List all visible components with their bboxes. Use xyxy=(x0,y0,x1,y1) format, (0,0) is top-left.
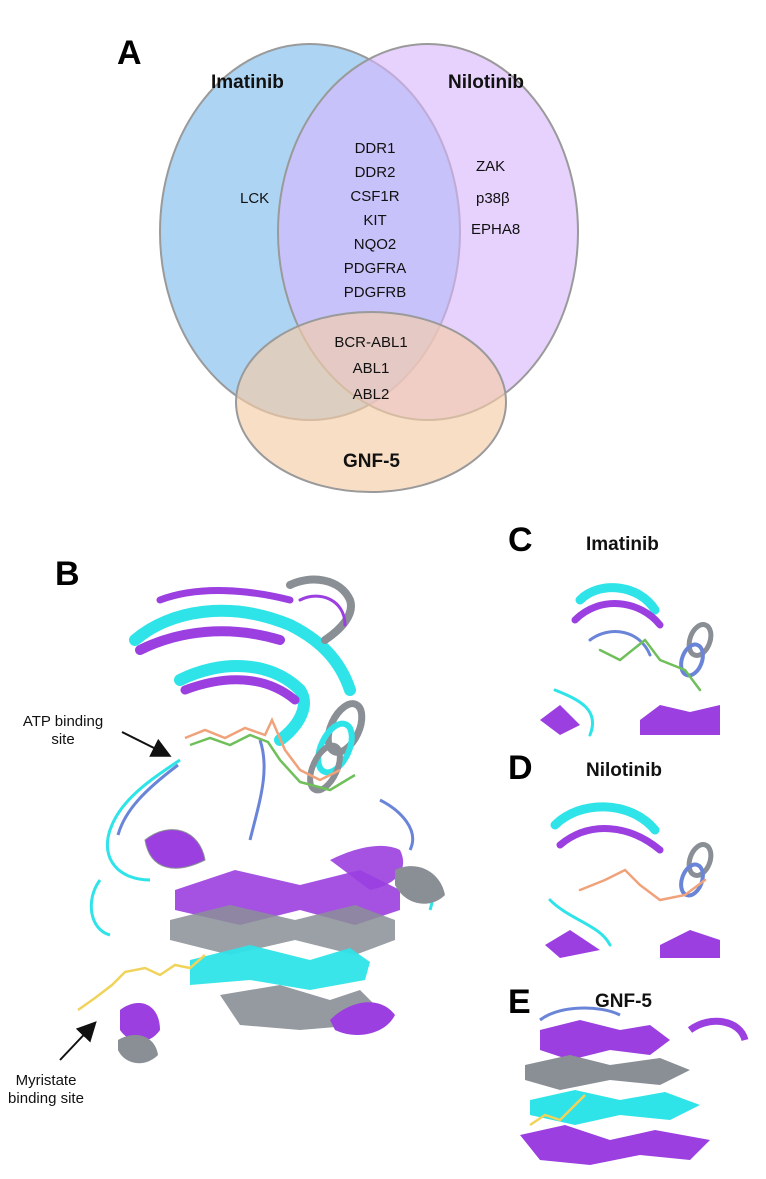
myristate-label-line: binding site xyxy=(8,1090,84,1107)
atp-binding-site-label: ATP binding site xyxy=(0,713,126,749)
venn-diagram xyxy=(159,43,579,493)
venn-region-imatinib-nilotinib-item: KIT xyxy=(363,212,387,229)
myristate-binding-site-label: Myristate binding site xyxy=(0,1072,100,1108)
panel-d-title: Nilotinib xyxy=(586,760,662,781)
c-lobe-helices xyxy=(118,829,445,1064)
panel-e-title: GNF-5 xyxy=(595,991,652,1012)
panel-d-letter: D xyxy=(508,749,533,787)
venn-region-nilotinib-only-item: EPHA8 xyxy=(471,221,521,238)
venn-region-nilotinib-only-item: p38β xyxy=(476,190,510,207)
venn-region-imatinib-nilotinib-item: PDGFRB xyxy=(343,284,407,301)
n-lobe-sheet xyxy=(129,575,356,746)
panel-c-title: Imatinib xyxy=(586,534,659,555)
panel-e-letter: E xyxy=(508,983,531,1021)
venn-region-imatinib-nilotinib-item: DDR2 xyxy=(354,164,396,181)
venn-region-imatinib-nilotinib-item: CSF1R xyxy=(350,188,400,205)
panel-a-letter: A xyxy=(117,34,142,72)
atp-label-line: site xyxy=(51,731,75,748)
venn-region-imatinib-only-item: LCK xyxy=(240,190,270,207)
atp-arrow xyxy=(121,731,172,757)
venn-title-imatinib: Imatinib xyxy=(211,72,284,93)
venn-title-gnf5: GNF-5 xyxy=(343,451,400,472)
loops-b xyxy=(89,739,434,937)
venn-region-imatinib-nilotinib-item: PDGFRA xyxy=(343,260,407,277)
venn-title-nilotinib: Nilotinib xyxy=(448,72,524,93)
myristate-arrow xyxy=(59,1021,97,1061)
myristate-site-ligand xyxy=(77,954,206,1012)
venn-region-all-three-item: ABL1 xyxy=(352,360,390,377)
venn-region-imatinib-nilotinib-item: DDR1 xyxy=(354,140,396,157)
panel-c-letter: C xyxy=(508,521,533,559)
venn-gnf5-circle xyxy=(235,311,507,493)
venn-region-nilotinib-only-item: ZAK xyxy=(476,158,506,175)
venn-region-all-three-item: BCR-ABL1 xyxy=(334,334,408,351)
venn-region-all-three-item: ABL2 xyxy=(352,386,390,403)
venn-region-imatinib-nilotinib-item: NQO2 xyxy=(353,236,397,253)
myristate-label-line: Myristate xyxy=(15,1072,77,1089)
panel-b-letter: B xyxy=(55,555,80,593)
atp-site-ligands xyxy=(184,716,356,792)
atp-label-line: ATP binding xyxy=(22,713,104,730)
